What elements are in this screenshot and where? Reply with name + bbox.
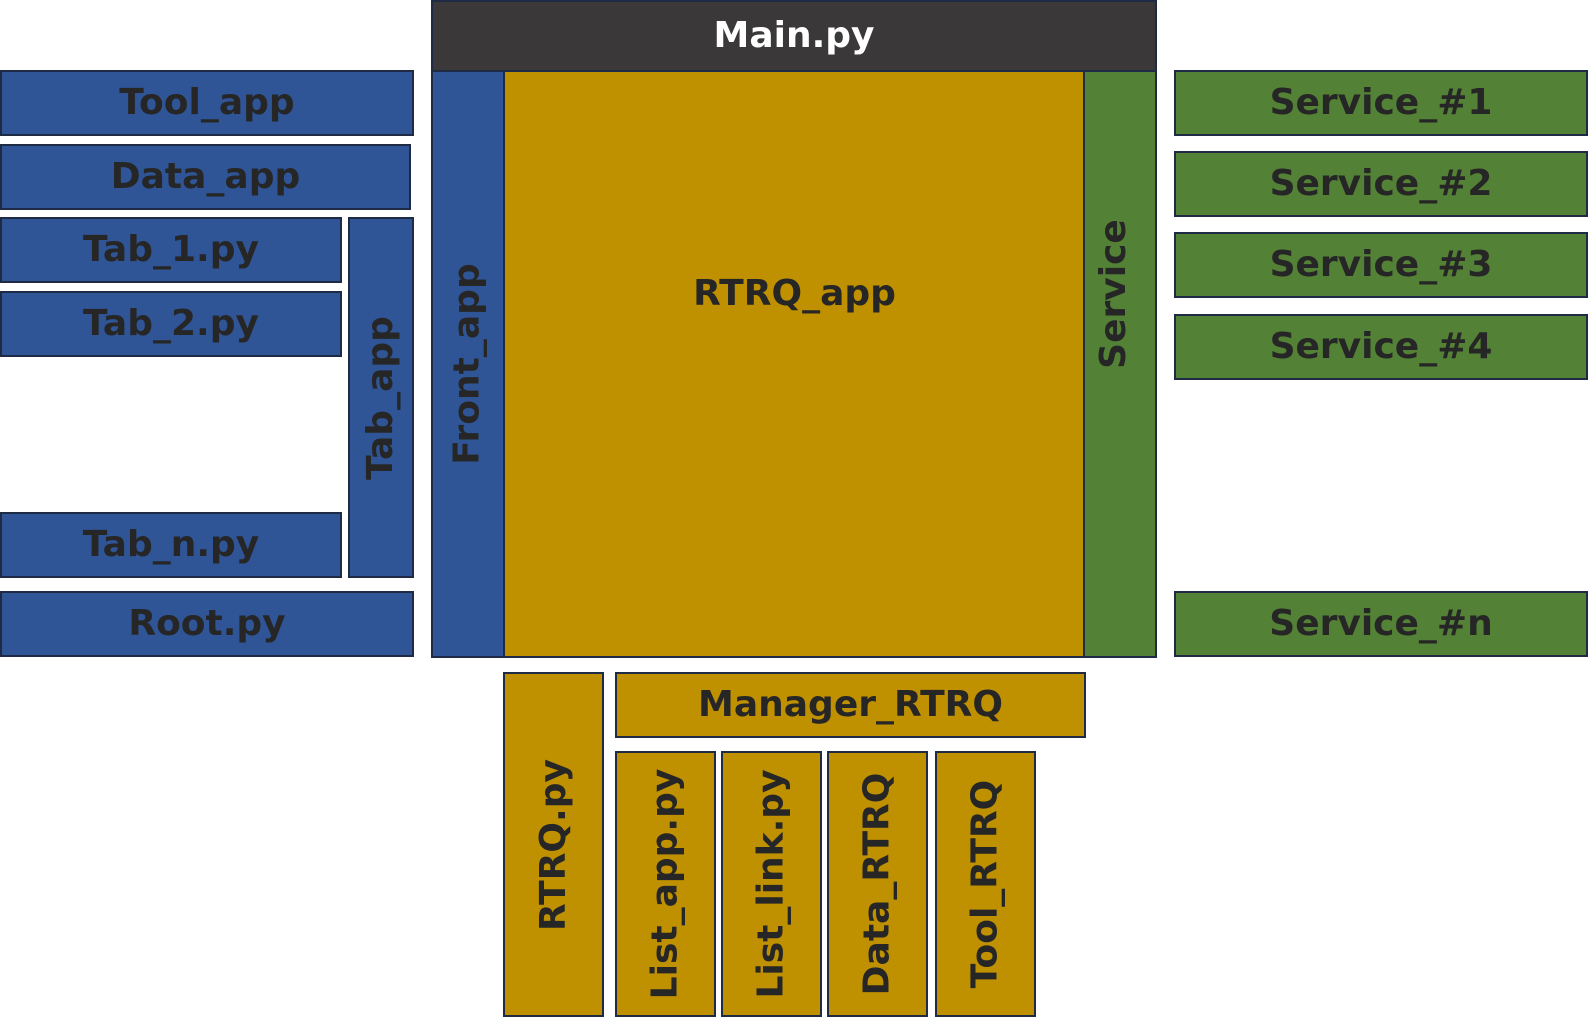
- main-py-block: Main.py: [431, 0, 1157, 72]
- rtrq-app-label: RTRQ_app: [693, 273, 896, 314]
- rtrq-py-block: RTRQ.py: [503, 672, 604, 1017]
- service-block: Service: [1083, 70, 1157, 658]
- front-app-block: Front_app: [431, 70, 505, 658]
- manager-rtrq-label: Manager_RTRQ: [698, 684, 1003, 725]
- tool-app-label: Tool_app: [119, 82, 295, 123]
- service-2-block: Service_#2: [1174, 151, 1588, 217]
- tab-n-block: Tab_n.py: [0, 512, 342, 578]
- tool-rtrq-block: Tool_RTRQ: [935, 751, 1036, 1017]
- rtrq-app-block: RTRQ_app: [503, 70, 1086, 658]
- service-1-block: Service_#1: [1174, 70, 1588, 136]
- service-2-label: Service_#2: [1269, 163, 1493, 204]
- list-link-label: List_link.py: [750, 769, 792, 999]
- rtrq-py-label: RTRQ.py: [532, 758, 574, 931]
- root-py-block: Root.py: [0, 591, 414, 657]
- tab-app-block: Tab_app: [348, 217, 414, 578]
- tab-1-label: Tab_1.py: [83, 229, 259, 270]
- tab-app-label: Tab_app: [360, 315, 401, 480]
- data-rtrq-block: Data_RTRQ: [827, 751, 928, 1017]
- list-app-block: List_app.py: [615, 751, 716, 1017]
- service-label: Service: [1093, 219, 1135, 369]
- tool-rtrq-label: Tool_RTRQ: [964, 779, 1006, 989]
- data-app-label: Data_app: [110, 156, 301, 197]
- tab-1-block: Tab_1.py: [0, 217, 342, 283]
- tab-2-block: Tab_2.py: [0, 291, 342, 357]
- service-n-label: Service_#n: [1269, 603, 1493, 644]
- data-app-block: Data_app: [0, 144, 411, 210]
- data-rtrq-label: Data_RTRQ: [856, 772, 898, 996]
- list-link-block: List_link.py: [721, 751, 822, 1017]
- list-app-label: List_app.py: [644, 768, 686, 1000]
- tab-n-label: Tab_n.py: [82, 524, 260, 565]
- tool-app-block: Tool_app: [0, 70, 414, 136]
- service-4-label: Service_#4: [1269, 326, 1493, 367]
- root-py-label: Root.py: [128, 603, 286, 644]
- tab-2-label: Tab_2.py: [83, 303, 259, 344]
- service-3-block: Service_#3: [1174, 232, 1588, 298]
- main-py-label: Main.py: [713, 15, 875, 56]
- service-1-label: Service_#1: [1269, 82, 1493, 123]
- front-app-label: Front_app: [447, 263, 489, 465]
- service-4-block: Service_#4: [1174, 314, 1588, 380]
- manager-rtrq-block: Manager_RTRQ: [615, 672, 1086, 738]
- service-3-label: Service_#3: [1269, 244, 1493, 285]
- service-n-block: Service_#n: [1174, 591, 1588, 657]
